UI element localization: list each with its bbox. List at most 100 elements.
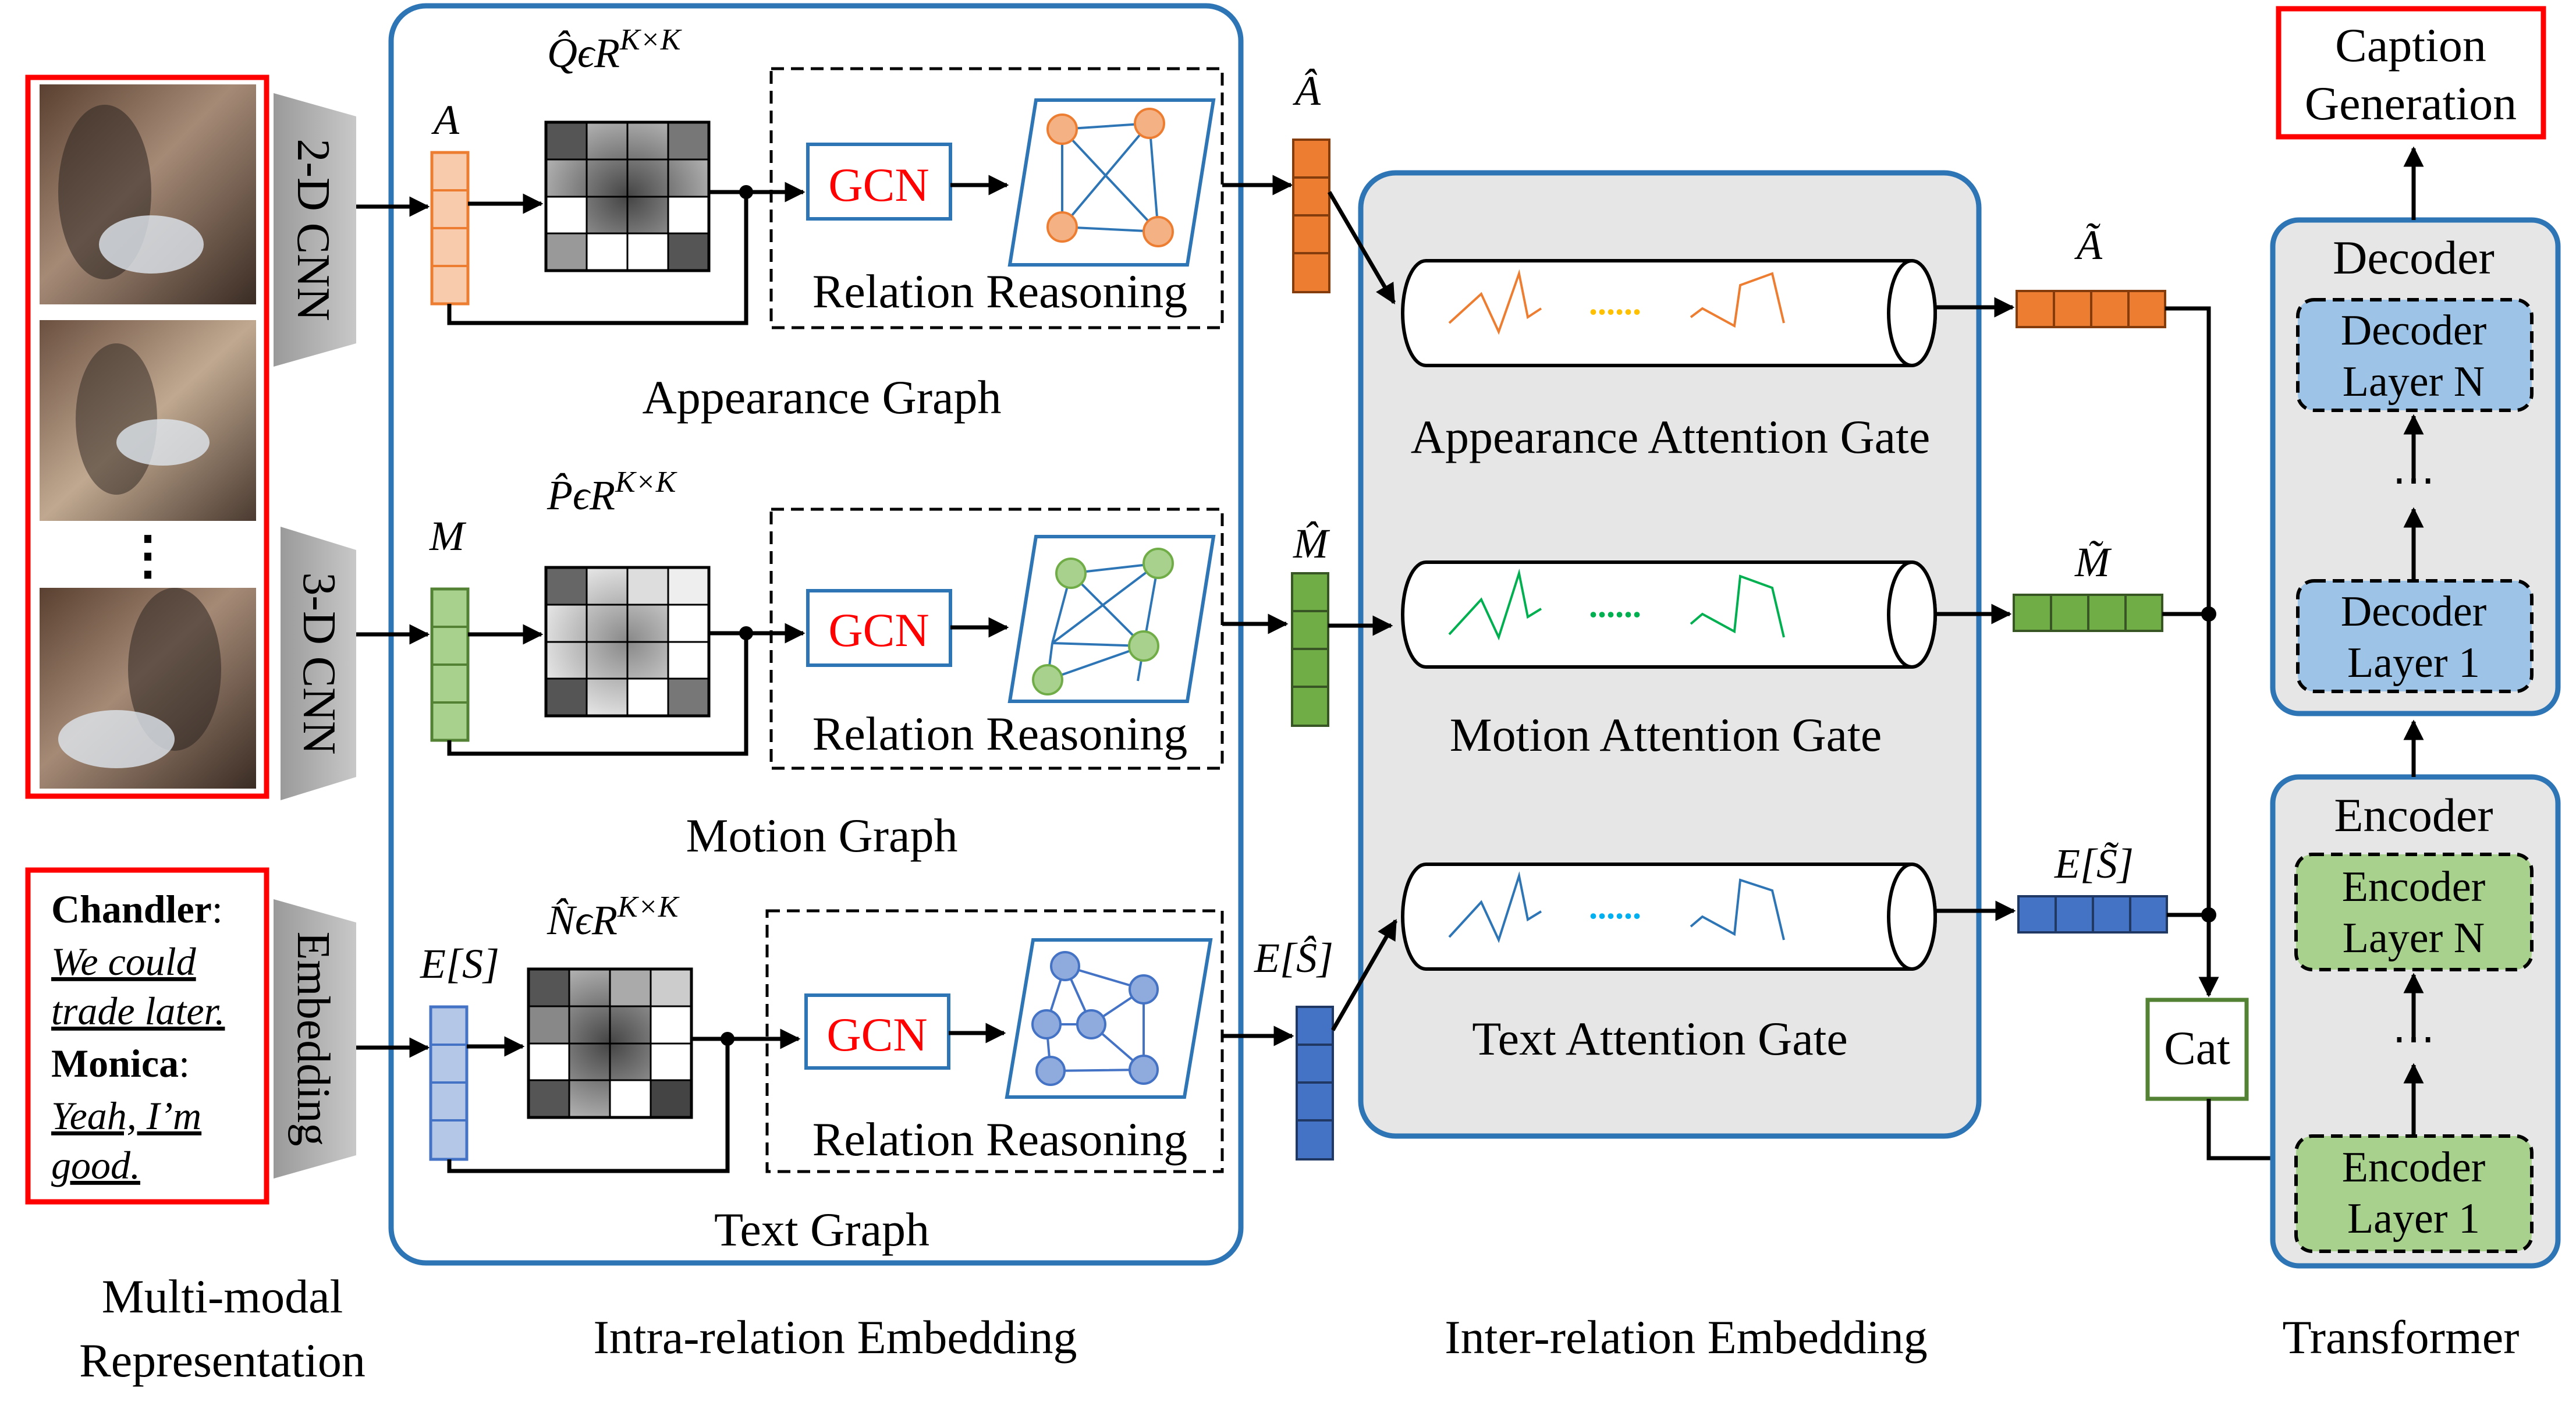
cnn-3d-label: 3-D CNN <box>293 572 345 754</box>
text-graph-label: Text Graph <box>714 1203 929 1256</box>
speaker-2: Monica: <box>51 1041 190 1085</box>
motion-relation-box <box>769 508 1224 770</box>
speaker-1-line-a: We could <box>51 939 197 984</box>
decoder-layer-1-line1: Decoder <box>2341 588 2487 636</box>
appearance-matrix-label: Q̂ϵRK×K <box>547 23 682 76</box>
decoder-layer-1 <box>2296 579 2534 693</box>
motion-gate-dots: ...... <box>1589 586 1641 624</box>
appearance-graph-icon <box>1007 98 1216 267</box>
decoder-layer-n-line1: Decoder <box>2341 307 2487 354</box>
text-tilde-label: E[S̃] <box>2054 840 2134 887</box>
motion-graph-icon <box>1007 535 1216 703</box>
decoder-layer-1-line2: Layer 1 <box>2347 639 2480 687</box>
appearance-gcn-label: GCN <box>828 158 929 211</box>
a-hat-to-gate-arrow <box>1327 191 1396 305</box>
motion-feature-label: M <box>429 513 467 559</box>
appearance-graph-row: A Q̂ϵRK×K GCN <box>356 23 1293 424</box>
text-gate-label: Text Attention Gate <box>1472 1012 1848 1065</box>
cnn-2d-block <box>274 93 356 367</box>
text-feature-label: E[S] <box>420 941 499 987</box>
motion-affinity-matrix <box>544 566 711 718</box>
speaker-1-line-b: trade later. <box>51 989 225 1033</box>
text-affinity-matrix <box>527 967 693 1119</box>
motion-matrix-label: P̂ϵRK×K <box>547 466 677 519</box>
text-output-label: E[Ŝ] <box>1254 935 1333 981</box>
dialogue-box <box>25 867 269 1205</box>
motion-gate-label: Motion Attention Gate <box>1450 708 1882 761</box>
appearance-graph-label: Appearance Graph <box>643 371 1002 424</box>
caption-line1: Caption <box>2335 19 2486 72</box>
text-graph-row: E[S] N̂ϵRK×K GCN <box>356 890 1294 1256</box>
appearance-affinity-matrix <box>544 120 711 272</box>
text-merge-junction <box>2201 907 2216 922</box>
encoder-layer-n <box>2294 853 2534 971</box>
motion-output-label: M̂ <box>1293 520 1330 567</box>
appearance-output-label: Â <box>1293 68 1321 114</box>
e-hat-to-gate-arrow <box>1330 918 1398 1031</box>
transformer-column: Cat Encoder Encoder Layer N ⋯ Encoder La… <box>2145 6 2561 1364</box>
frame-3-baby <box>58 710 175 768</box>
motion-graph-row: M P̂ϵRK×K GCN <box>356 466 1289 862</box>
appearance-merge-line <box>2165 306 2219 998</box>
encoder-title: Encoder <box>2334 789 2493 842</box>
speaker-2-line-a: Yeah, I’m <box>51 1094 201 1138</box>
embedding-block <box>274 899 356 1179</box>
cat-label: Cat <box>2164 1021 2230 1074</box>
appearance-gate-dots: ...... <box>1589 283 1641 322</box>
decoder-title: Decoder <box>2333 231 2495 284</box>
text-attention-gate: ...... <box>1401 863 1937 971</box>
intra-outputs: Â M̂ E[Ŝ] <box>1254 68 1334 1161</box>
multimodal-label-line1: Multi-modal <box>102 1270 343 1323</box>
appearance-relation-label: Relation Reasoning <box>812 265 1188 318</box>
motion-tilde-label: M̃ <box>2074 539 2112 585</box>
caption-generation-box <box>2276 6 2546 140</box>
appearance-attention-gate: ...... <box>1401 259 1937 367</box>
appearance-skip-connection <box>447 192 748 325</box>
cnn-3d-block <box>281 527 356 800</box>
text-matrix-label: N̂ϵRK×K <box>547 890 680 943</box>
multimodal-column: ⋮ 2-D CNN 3-D CNN Chandler: We could tra… <box>25 74 366 1387</box>
cnn-2d-label: 2-D CNN <box>288 139 339 321</box>
motion-skip-connection <box>447 633 748 756</box>
frame-1-baby <box>99 215 204 274</box>
appearance-gate-label: Appearance Attention Gate <box>1411 410 1931 463</box>
appearance-tilde-label: Ã <box>2074 222 2103 268</box>
text-gcn-label: GCN <box>826 1008 927 1061</box>
encoder-layer-n-line1: Encoder <box>2342 863 2486 911</box>
motion-relation-label: Relation Reasoning <box>812 707 1188 760</box>
text-gate-dots: ...... <box>1589 888 1641 926</box>
motion-merge-junction <box>2201 606 2216 622</box>
decoder-layer-n <box>2296 298 2534 412</box>
speaker-1: Chandler: <box>51 887 223 931</box>
text-relation-box <box>765 909 1224 1173</box>
inter-outputs: Ã M̃ E[S̃] <box>1935 222 2219 998</box>
frame-3-figure <box>128 588 221 751</box>
inter-relation-label: Inter-relation Embedding <box>1445 1311 1927 1364</box>
text-skip-connection <box>447 1039 730 1173</box>
cat-to-encoder-arrow <box>2206 1099 2293 1169</box>
appearance-relation-box <box>769 67 1224 329</box>
frame-2-figure <box>76 343 157 495</box>
frame-2-baby <box>116 419 210 466</box>
decoder-layer-n-line2: Layer N <box>2343 358 2485 406</box>
motion-gcn-label: GCN <box>828 604 929 656</box>
appearance-gcn-box <box>806 143 952 221</box>
motion-attention-gate: ...... <box>1401 560 1937 669</box>
motion-graph-label: Motion Graph <box>686 809 958 862</box>
caption-line2: Generation <box>2305 77 2517 130</box>
encoder-layer-1 <box>2294 1134 2534 1253</box>
encoder-layer-1-line1: Encoder <box>2342 1144 2486 1191</box>
video-frames-box <box>25 74 269 799</box>
encoder-layer-1-line2: Layer 1 <box>2347 1195 2480 1243</box>
text-graph-icon <box>1005 938 1213 1099</box>
multimodal-label-line2: Representation <box>79 1334 366 1387</box>
appearance-feature-label: A <box>431 97 460 143</box>
speaker-2-line-b: good. <box>51 1143 140 1187</box>
text-relation-label: Relation Reasoning <box>812 1113 1188 1166</box>
frames-ellipsis: ⋮ <box>122 527 174 585</box>
encoder-layer-n-line2: Layer N <box>2343 914 2485 962</box>
transformer-label: Transformer <box>2283 1311 2520 1364</box>
intra-relation-label: Intra-relation Embedding <box>593 1311 1077 1364</box>
cat-box <box>2145 998 2249 1101</box>
